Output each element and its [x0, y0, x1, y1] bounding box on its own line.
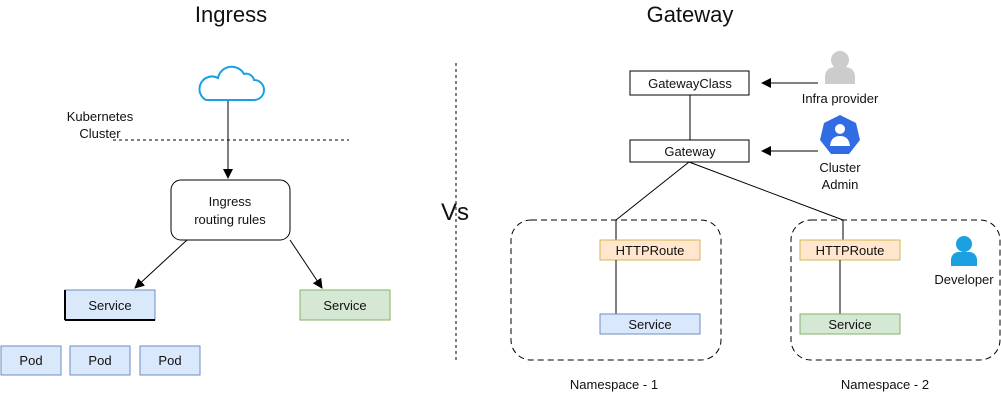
- gateway-title: Gateway: [647, 2, 734, 27]
- cluster-admin-k8s-icon: [820, 115, 860, 154]
- ingress-service-right: [299, 289, 391, 321]
- routing-to-service-right-arrow: [289, 239, 323, 289]
- ns1-httproute-label: HTTPRoute: [616, 243, 685, 258]
- ingress-title: Ingress: [195, 2, 267, 27]
- cluster-admin-line1: Cluster: [819, 160, 861, 175]
- ns2-httproute-box: [799, 239, 901, 261]
- pod-label-3: Pod: [158, 353, 181, 368]
- namespace-1-boundary: [510, 219, 722, 361]
- ns1-httproute-box: [599, 239, 701, 261]
- ingress-routing-line2: routing rules: [194, 212, 266, 227]
- developer-person-icon: [951, 236, 977, 266]
- pod-box-2: [69, 345, 131, 376]
- namespace-2-label: Namespace - 2: [841, 377, 929, 392]
- gatewayclass-box: [629, 70, 750, 96]
- ingress-routing-line1: Ingress: [209, 194, 252, 209]
- developer-label: Developer: [934, 272, 994, 287]
- infra-provider-person-icon: [825, 51, 855, 84]
- ingress-routing-box: [170, 179, 291, 241]
- pod-label-2: Pod: [88, 353, 111, 368]
- vs-label: Vs: [441, 199, 469, 226]
- namespace-1-label: Namespace - 1: [570, 377, 658, 392]
- infra-provider-label: Infra provider: [802, 91, 879, 106]
- pod-box-3: [139, 345, 201, 376]
- pod-box-1: [0, 345, 62, 376]
- ingress-service-left-label: Service: [88, 298, 131, 313]
- gateway-to-ns1-line: [615, 161, 690, 221]
- ns1-service-label: Service: [628, 317, 671, 332]
- ingress-service-right-label: Service: [323, 298, 366, 313]
- ns1-service-box: [599, 313, 701, 335]
- cluster-admin-line2: Admin: [822, 177, 859, 192]
- ns2-httproute-label: HTTPRoute: [816, 243, 885, 258]
- routing-to-service-left-arrow: [134, 239, 188, 289]
- pod-label-1: Pod: [19, 353, 42, 368]
- gateway-label: Gateway: [664, 144, 716, 159]
- namespace-2-boundary: [790, 219, 1001, 361]
- gatewayclass-label: GatewayClass: [648, 76, 732, 91]
- cluster-label-line2: Cluster: [79, 126, 121, 141]
- ns2-service-box: [799, 313, 901, 335]
- ns2-service-label: Service: [828, 317, 871, 332]
- gateway-to-ns2-line: [688, 161, 844, 221]
- cluster-label-line1: Kubernetes: [67, 109, 134, 124]
- cloud-icon: [198, 65, 265, 101]
